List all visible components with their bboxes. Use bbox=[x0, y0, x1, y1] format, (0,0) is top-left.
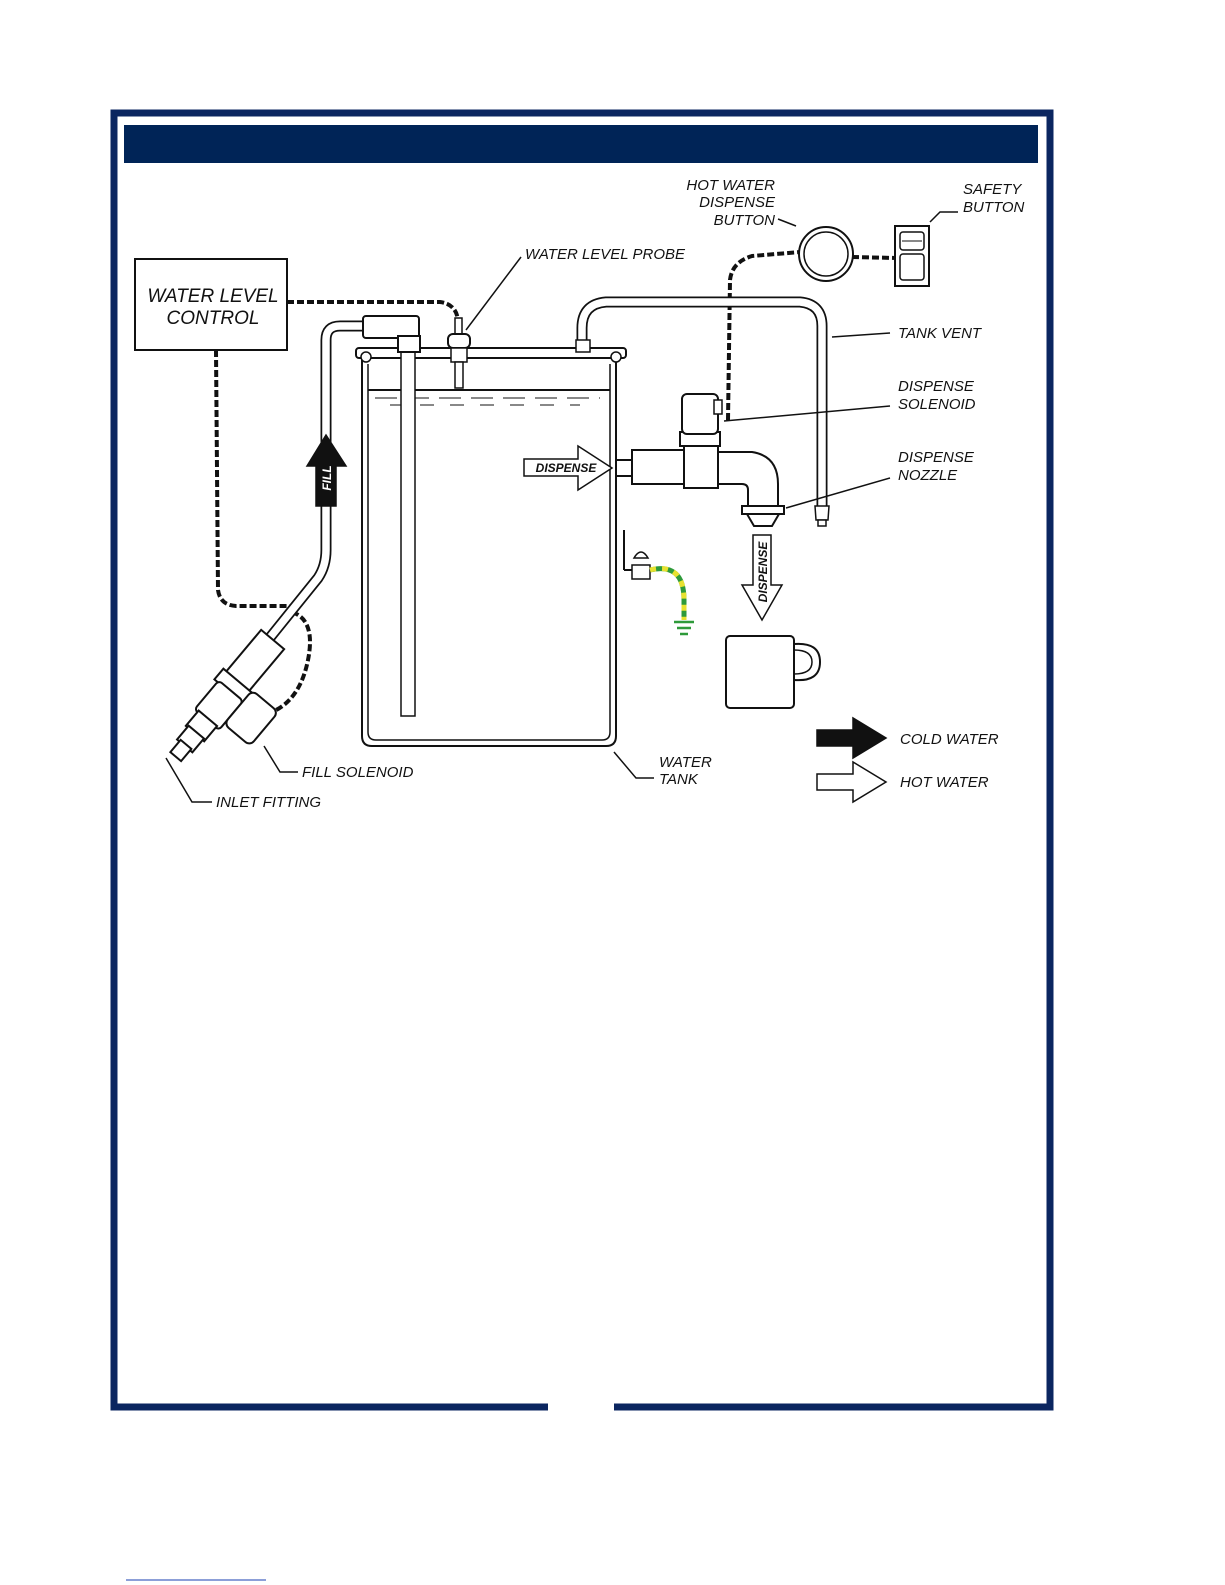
ground-connection bbox=[624, 530, 694, 634]
safety-button-label-1: SAFETY bbox=[963, 181, 1022, 198]
dispense-arrow-horizontal: DISPENSE bbox=[524, 446, 612, 490]
fill-solenoid-label: FILL SOLENOID bbox=[302, 764, 414, 781]
safety-button-wire bbox=[852, 257, 896, 258]
header-bar bbox=[124, 125, 1038, 163]
dispense-assembly bbox=[616, 394, 784, 526]
water-tank-label-2: TANK bbox=[659, 771, 699, 788]
dispense-arrow-vertical: DISPENSE bbox=[742, 535, 782, 620]
dispense-arrow-horizontal-label: DISPENSE bbox=[536, 461, 598, 475]
water-level-control: WATER LEVEL CONTROL bbox=[135, 259, 287, 350]
fill-solenoid-wire-a bbox=[216, 350, 300, 606]
dispense-solenoid-label-2: SOLENOID bbox=[898, 396, 976, 413]
inlet-fitting-label: INLET FITTING bbox=[216, 794, 321, 811]
fill-arrow-label: FILL bbox=[320, 465, 334, 490]
legend-cold-water-arrow bbox=[817, 718, 886, 758]
hot-water-dispense-button-label-2: DISPENSE bbox=[699, 194, 776, 211]
water-level-probe-label: WATER LEVEL PROBE bbox=[525, 246, 686, 263]
dispense-solenoid-label-1: DISPENSE bbox=[898, 378, 975, 395]
safety-button bbox=[895, 226, 929, 286]
tank-vent-label: TANK VENT bbox=[898, 325, 983, 342]
dispense-nozzle-label-1: DISPENSE bbox=[898, 449, 975, 466]
frame-gap bbox=[548, 1398, 614, 1412]
safety-button-label-2: BUTTON bbox=[963, 199, 1025, 216]
hot-water-dispense-button-label-3: BUTTON bbox=[714, 212, 776, 229]
fill-solenoid bbox=[160, 627, 311, 788]
legend-hot-water-arrow bbox=[817, 762, 886, 802]
water-level-control-label-1: WATER LEVEL bbox=[147, 286, 278, 307]
legend: COLD WATER HOT WATER bbox=[817, 718, 999, 802]
legend-hot-water-label: HOT WATER bbox=[900, 774, 989, 791]
fill-arrow: FILL bbox=[307, 435, 346, 506]
water-tank bbox=[356, 348, 626, 746]
water-tank-label-1: WATER bbox=[659, 754, 712, 771]
water-level-control-label-2: CONTROL bbox=[167, 308, 260, 329]
legend-cold-water-label: COLD WATER bbox=[900, 731, 999, 748]
hot-water-dispense-button bbox=[799, 227, 853, 281]
fill-pipe bbox=[268, 316, 420, 640]
dispense-button-wire bbox=[728, 252, 800, 420]
dispense-nozzle-label-2: NOZZLE bbox=[898, 467, 958, 484]
mug bbox=[726, 636, 820, 708]
hot-water-dispense-button-label-1: HOT WATER bbox=[686, 177, 775, 194]
dispense-arrow-vertical-label: DISPENSE bbox=[756, 541, 770, 603]
